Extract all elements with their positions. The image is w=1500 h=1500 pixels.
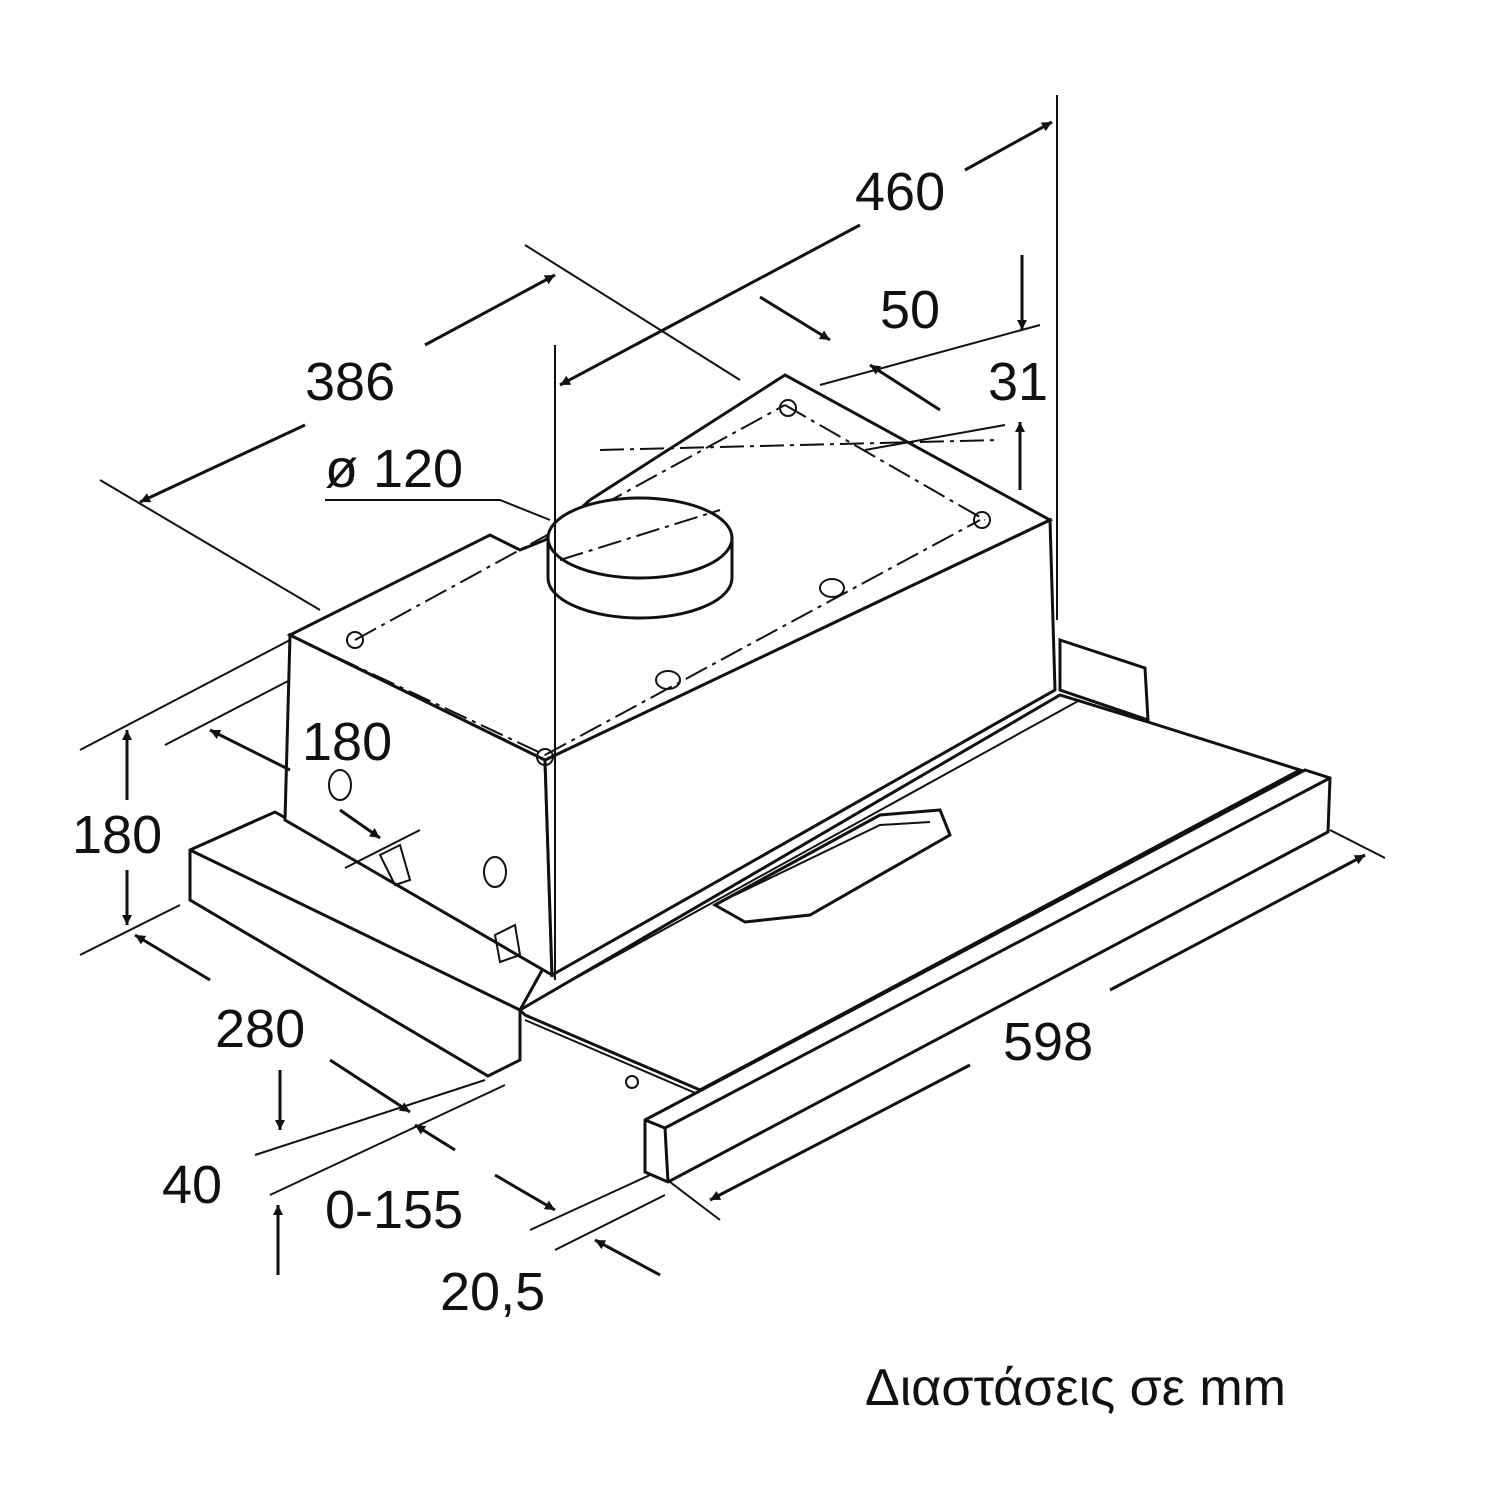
- dimension-lines: [79, 95, 1386, 1277]
- dim-back-offset: 31: [988, 352, 1049, 412]
- units-caption: Διαστάσεις σε mm: [865, 1359, 1287, 1417]
- dim-overall-width: 598: [1003, 1012, 1094, 1072]
- dim-overall-depth: 460: [855, 162, 946, 222]
- dim-total-height: 180: [72, 805, 163, 865]
- dim-canopy-depth: 280: [215, 999, 306, 1059]
- dim-housing-depth: 180: [302, 712, 393, 772]
- dim-front-panel: 20,5: [440, 1262, 546, 1322]
- duct-collar: [546, 496, 734, 620]
- dim-housing-width: 386: [305, 352, 396, 412]
- dim-canopy-height: 40: [162, 1155, 223, 1215]
- dim-duct-offset: 50: [880, 280, 941, 340]
- dim-extension-range: 0-155: [325, 1180, 464, 1240]
- extendable-drawer: [517, 693, 1332, 1184]
- dim-duct-diameter: ø 120: [325, 439, 464, 499]
